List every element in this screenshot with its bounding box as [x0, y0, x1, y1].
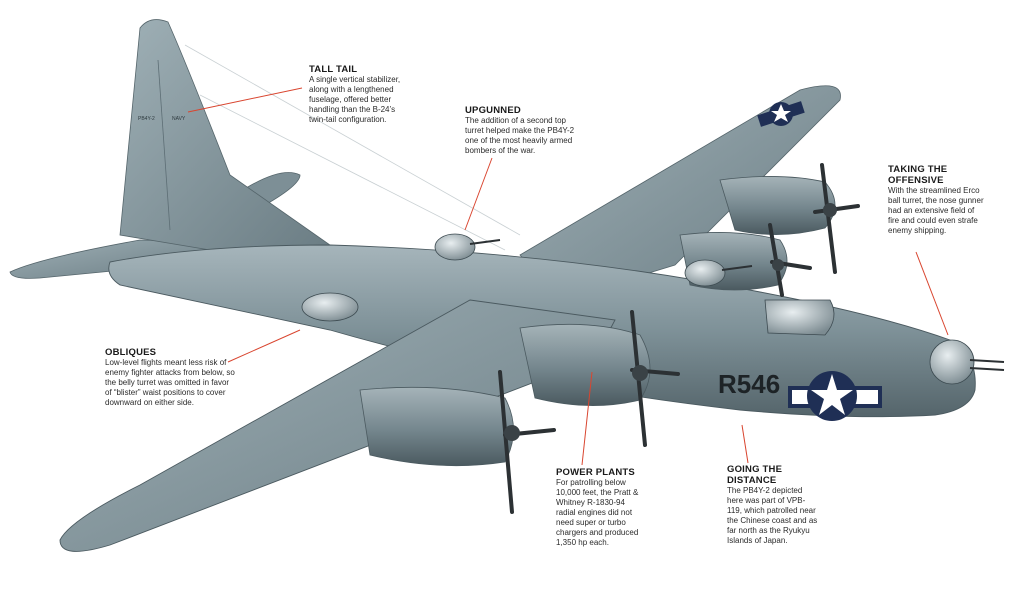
vertical-fin: [119, 19, 332, 251]
callout-title-line2: OFFENSIVE: [888, 175, 944, 186]
callout-body: Low-level flights meant less risk of ene…: [105, 358, 235, 407]
callout-title-line1: GOING THE: [727, 464, 783, 475]
callout-obliques: OBLIQUES Low-level flights meant less ri…: [105, 347, 237, 408]
fin-navy-marking: NAVY: [172, 116, 186, 122]
spinners: [504, 203, 837, 441]
callout-title: POWER PLANTS: [556, 467, 635, 478]
leader-lines: [187, 87, 949, 466]
callout-body: The PB4Y-2 depicted here was part of VPB…: [727, 486, 818, 545]
callout-body: The addition of a second top turret help…: [465, 116, 575, 155]
callout-title: TALL TAIL: [309, 64, 358, 75]
callout-body: With the streamlined Erco ball turret, t…: [888, 186, 984, 235]
fin-marking: PB4Y-2: [138, 116, 155, 122]
callout-power-plants: POWER PLANTS For patrolling below 10,000…: [556, 467, 646, 548]
callout-body: For patrolling below 10,000 feet, the Pr…: [556, 478, 639, 547]
tail-code: R546: [718, 369, 780, 399]
callout-title: OBLIQUES: [105, 347, 157, 358]
callout-tall-tail: TALL TAIL A single vertical stabilizer, …: [309, 64, 413, 125]
callout-body: A single vertical stabilizer, along with…: [309, 75, 401, 124]
callout-taking-the-offensive: TAKING THE OFFENSIVE With the streamline…: [888, 164, 984, 236]
left-stabilizer: [9, 239, 211, 279]
callout-going-the-distance: GOING THE DISTANCE The PB4Y-2 depicted h…: [727, 464, 819, 546]
callout-title: UPGUNNED: [465, 105, 521, 116]
turrets: [301, 233, 975, 385]
callout-title-line2: DISTANCE: [727, 475, 777, 486]
guide-lines: [184, 44, 521, 251]
engine-nacelles: [359, 176, 836, 467]
turret-guns: [469, 239, 1005, 371]
callout-title-line1: TAKING THE: [888, 164, 948, 175]
roundel-fuselage: [788, 371, 882, 421]
rudder-line: [157, 59, 171, 231]
roundel-wing: [757, 101, 805, 127]
callout-upgunned: UPGUNNED The addition of a second top tu…: [465, 105, 585, 156]
